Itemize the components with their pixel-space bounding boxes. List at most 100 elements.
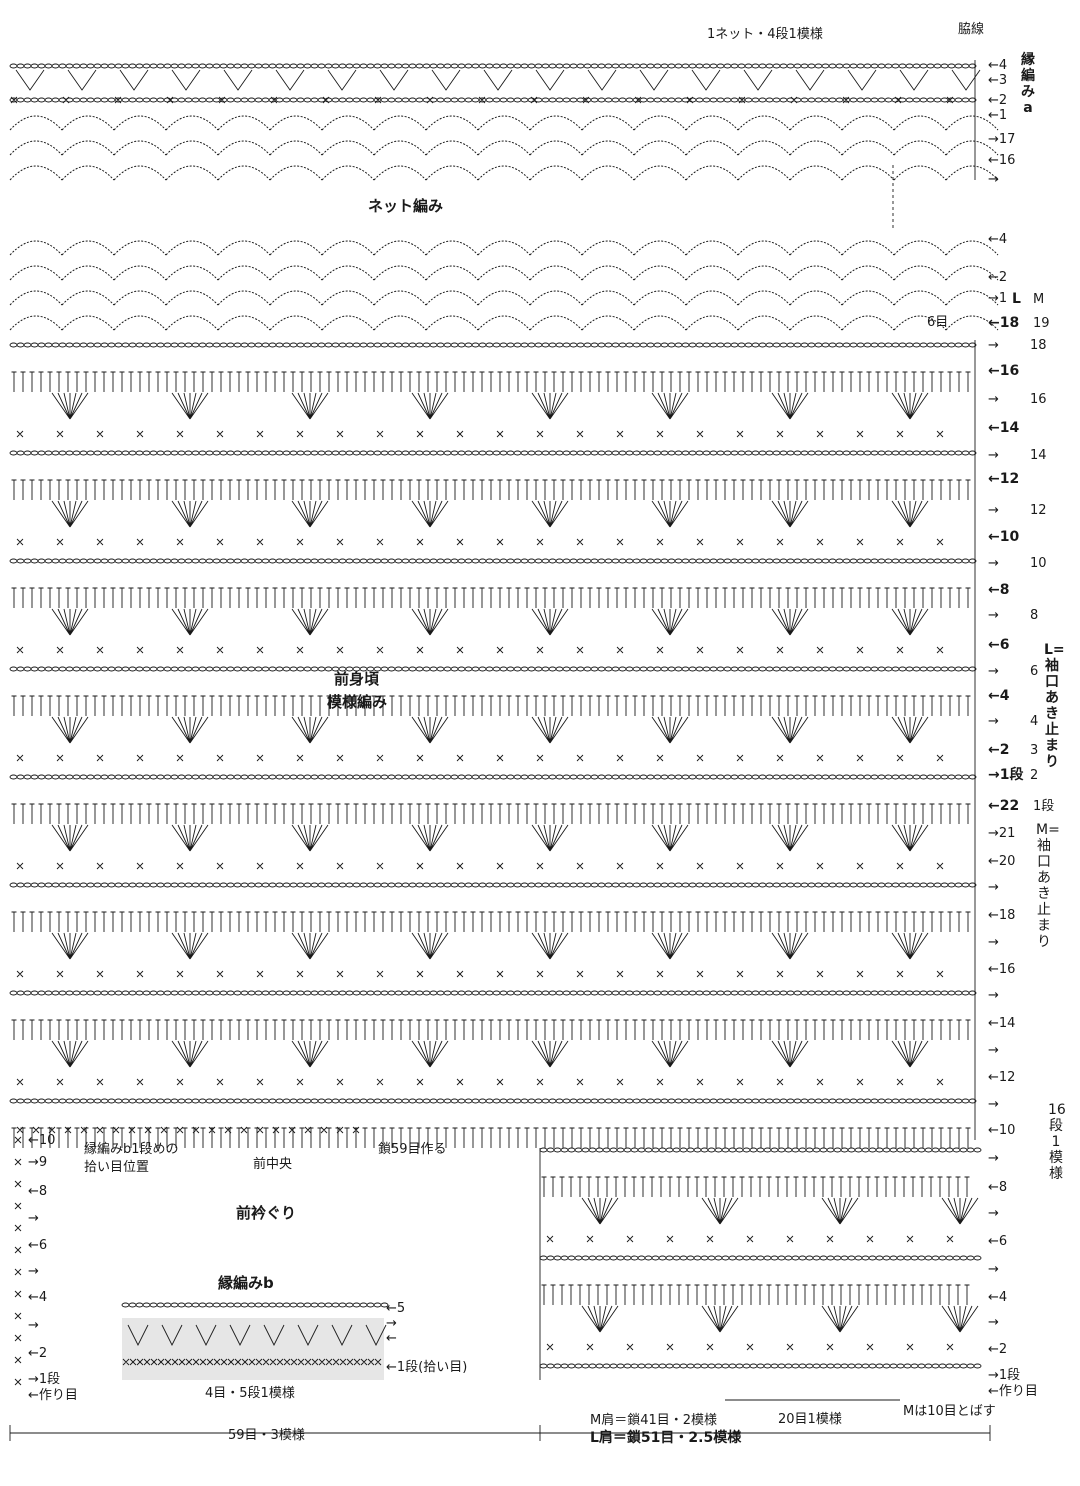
- net-row-4: ←4: [988, 232, 1008, 247]
- body-row-arrow-8: →: [988, 608, 999, 623]
- neck-row-9: →9: [28, 1155, 48, 1170]
- body-row-M14: 14: [1030, 448, 1047, 463]
- body-sc-row-3: [16, 430, 944, 438]
- body-row-arrow-14: →: [988, 448, 999, 463]
- body-row-L1: →1段: [988, 767, 1024, 783]
- net-arch-row-lower-0: [9, 240, 999, 256]
- body-sc-row-23: [16, 970, 944, 978]
- edging-a-triangles: [15, 69, 981, 91]
- body-row-L12: ←12: [988, 471, 1020, 487]
- m-shoulder-label: M肩＝鎖41目・2模様: [590, 1413, 718, 1428]
- net-arch-row-upper-1: [9, 140, 999, 156]
- edging-a-chain-row-2: [9, 97, 977, 103]
- edging-b-repeat-note: 4目・5段1模様: [205, 1386, 295, 1401]
- neck-start-chain: ←作り目: [28, 1388, 78, 1403]
- edging-a-label: 縁編みa: [1021, 52, 1035, 116]
- neck-edge-x-9: [14, 1334, 22, 1342]
- body-row-M18: 18: [1030, 338, 1047, 353]
- net-row-17: →17: [988, 132, 1016, 147]
- body-fan-row-2: [51, 392, 929, 420]
- neck-edge-x-11: [14, 1378, 22, 1386]
- edging-a-row-4: ←4: [988, 58, 1008, 73]
- edging-b-shade: [122, 1318, 384, 1380]
- neck-edge-x-8: [14, 1312, 22, 1320]
- body-row-10b: ←10: [988, 1123, 1016, 1138]
- body-row-18b: ←18: [988, 908, 1016, 923]
- neckline-title: 前衿ぐり: [236, 1204, 297, 1222]
- edging-b-triangles: [127, 1324, 387, 1347]
- edging-b-row-arrow-4: →: [386, 1316, 397, 1331]
- net-arch-row-lower-3: [9, 315, 999, 331]
- shoulder-dc-row-5: [541, 1284, 970, 1305]
- body-row-21: →21: [988, 826, 1016, 841]
- net-arch-row-lower-1: [9, 265, 999, 281]
- body-row-22: ←22: [988, 798, 1020, 814]
- body-fan-row-14: [51, 716, 929, 744]
- net-title: ネット編み: [368, 197, 444, 215]
- body-row-L4: ←4: [988, 688, 1010, 704]
- body-row-L6: ←6: [988, 637, 1010, 653]
- body-row-arrow-5: →: [988, 1262, 999, 1277]
- twenty-stitch-label: 20目1模様: [778, 1412, 842, 1427]
- body-row-14b: ←14: [988, 1016, 1016, 1031]
- body-row-16b: ←16: [988, 962, 1016, 977]
- body-row-M1: 1段: [1033, 799, 1055, 814]
- neck-edge-x-3: [14, 1202, 22, 1210]
- net-row-1: →1: [988, 291, 1008, 306]
- body-row-6b: ←6: [988, 1234, 1008, 1249]
- net-row-2: ←2: [988, 270, 1008, 285]
- body-row-L10: ←10: [988, 529, 1020, 545]
- body-row-12b: ←12: [988, 1070, 1016, 1085]
- neck-edge-x-4: [14, 1224, 22, 1232]
- pickup-note-2: 拾い目位置: [84, 1160, 150, 1175]
- m-skip-label: Mは10目とばす: [903, 1404, 996, 1419]
- body-row-M10: 10: [1030, 556, 1047, 571]
- body-row-arrow-3: →: [988, 1315, 999, 1330]
- body-chain-row-24: [9, 990, 977, 996]
- shoulder-sc-row-3: [546, 1235, 954, 1243]
- edging-a-row-1: ←1: [988, 108, 1008, 123]
- body-chain-row-0: [9, 342, 977, 348]
- edging-b-row-arrow-3: ←: [386, 1331, 397, 1346]
- body-row-M12: 12: [1030, 503, 1047, 518]
- body-row-arrow-13: →: [988, 1043, 999, 1058]
- body-row-arrow-6: →: [988, 664, 999, 679]
- body-row-arrow-15: →: [988, 988, 999, 1003]
- net-row-16: ←16: [988, 153, 1016, 168]
- body-sc-row-19: [16, 862, 944, 870]
- edging-b-row-5: ←5: [386, 1301, 406, 1316]
- neck-edge-x-0: [14, 1136, 22, 1144]
- body-row-arrow-18: →: [988, 338, 999, 353]
- repeat-16-note: 16段1模様: [1048, 1102, 1066, 1182]
- net-row-arrow: →: [988, 172, 999, 187]
- neck-edge-x-1: [14, 1158, 22, 1166]
- body-row-M4: 4: [1030, 714, 1039, 729]
- body-row-L16: ←16: [988, 363, 1020, 379]
- body-row-L14: ←14: [988, 420, 1020, 436]
- body-row-arrow-11: →: [988, 1097, 999, 1112]
- body-row-1b: →1段: [988, 1368, 1021, 1383]
- shoulder-sc-row-7: [546, 1343, 954, 1351]
- body-row-arrow-12: →: [988, 503, 999, 518]
- body-row-L2: ←2: [988, 742, 1010, 758]
- l-shoulder-label: L肩＝鎖51目・2.5模様: [590, 1430, 742, 1446]
- body-dc-row-17: [11, 803, 971, 824]
- edging-a-sc-row: [10, 96, 954, 104]
- body-chain-row-12: [9, 666, 977, 672]
- net-arch-row-upper-2: [9, 165, 999, 181]
- shoulder-fan-row-2: [581, 1197, 979, 1225]
- neck-edge-x-10: [14, 1356, 22, 1364]
- shoulder-fan-row-6: [581, 1305, 979, 1333]
- six-stitches-label: 6目: [927, 315, 949, 330]
- neck-row-10: ←10: [28, 1133, 56, 1148]
- body-start-chain: ←作り目: [988, 1384, 1038, 1399]
- center-front-label: 前中央: [253, 1157, 293, 1172]
- body-row-arrow-7: →: [988, 1206, 999, 1221]
- body-dc-row-29: [11, 1127, 971, 1148]
- body-dc-row-21: [11, 911, 971, 932]
- body-dc-row-5: [11, 479, 971, 500]
- body-dc-row-25: [11, 1019, 971, 1040]
- body-row-4b: ←4: [988, 1290, 1008, 1305]
- body-fan-row-26: [51, 1040, 929, 1068]
